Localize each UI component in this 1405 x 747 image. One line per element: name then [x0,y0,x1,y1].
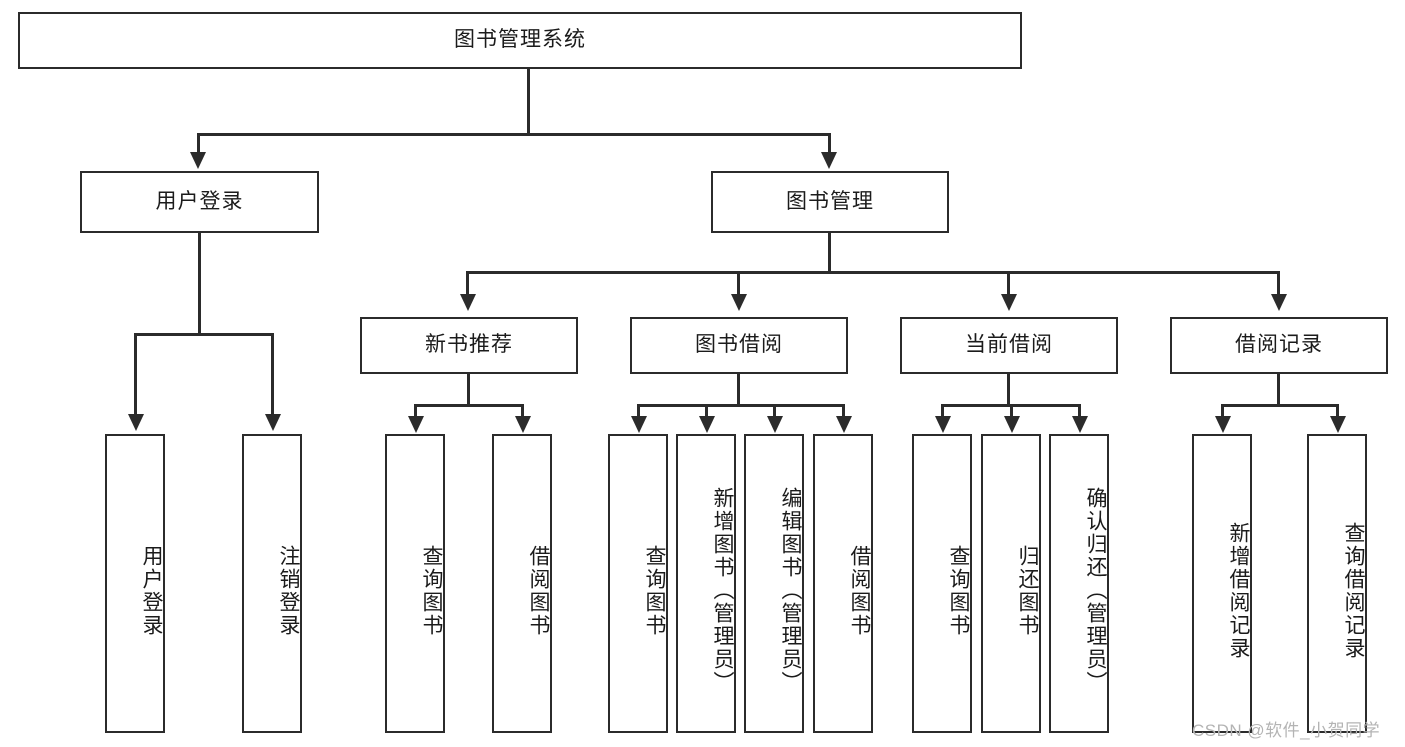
node-user-login[interactable]: 用户登录 [80,171,319,233]
arrow-current-borrow-child-3 [1072,416,1088,433]
edge-book-borrow-bus [637,404,845,407]
arrow-user-login-child-2 [265,414,281,431]
arrow-user-login-child-1 [128,414,144,431]
node-label: 查询借阅记录 [1342,521,1365,660]
arrow-borrow-record-child-1 [1215,416,1231,433]
edge-new-book-stem [467,374,470,406]
edge-new-book-drop-1 [414,404,417,418]
edge-current-borrow-drop-3 [1078,404,1081,418]
node-label: 归还图书 [1016,544,1039,637]
leaf-new-book-borrow[interactable]: 借阅图书 [492,434,552,733]
arrow-book-manage-child-1 [460,294,476,311]
node-label: 新书推荐 [425,333,513,357]
node-label: 借阅记录 [1235,333,1323,357]
arrow-book-manage-child-4 [1271,294,1287,311]
edge-borrow-record-drop-2 [1336,404,1339,418]
edge-current-borrow-stem [1007,374,1010,406]
node-label: 图书管理 [786,189,874,213]
node-label: 用户登录 [155,189,244,213]
node-label: 新增图书（管理员） [711,487,734,694]
edge-book-borrow-stem [737,374,740,406]
edge-book-borrow-drop-3 [773,404,776,418]
node-label: 查询图书 [643,544,666,637]
node-label: 查询图书 [420,544,443,637]
arrow-current-borrow-child-1 [935,416,951,433]
edge-book-borrow-drop-2 [705,404,708,418]
node-label: 查询图书 [947,544,970,637]
edge-book-borrow-drop-4 [842,404,845,418]
node-current-borrow[interactable]: 当前借阅 [900,317,1118,374]
leaf-book-borrow-borrow[interactable]: 借阅图书 [813,434,873,733]
edge-root-bus [197,133,831,136]
edge-book-manage-drop-3 [1007,271,1010,297]
edge-current-borrow-drop-1 [941,404,944,418]
leaf-user-login-login[interactable]: 用户登录 [105,434,165,733]
arrow-borrow-record-child-2 [1330,416,1346,433]
arrow-book-borrow-child-2 [699,416,715,433]
leaf-book-borrow-add[interactable]: 新增图书（管理员） [676,434,736,733]
edge-borrow-record-stem [1277,374,1280,406]
arrow-new-book-child-1 [408,416,424,433]
arrow-root-to-user-login [190,152,206,169]
arrow-current-borrow-child-2 [1004,416,1020,433]
edge-book-manage-bus [466,271,1280,274]
edge-root-stem-main [527,69,530,135]
edge-book-manage-stem [828,233,831,273]
edge-book-manage-drop-1 [466,271,469,297]
node-label: 借阅图书 [527,544,550,637]
edge-root-to-user-login [197,133,200,155]
node-label: 确认归还（管理员） [1084,487,1107,694]
leaf-user-login-logout[interactable]: 注销登录 [242,434,302,733]
edge-new-book-bus [414,404,524,407]
edge-current-borrow-drop-2 [1010,404,1013,418]
node-book-manage[interactable]: 图书管理 [711,171,949,233]
leaf-current-borrow-confirm[interactable]: 确认归还（管理员） [1049,434,1109,733]
node-label: 图书管理系统 [454,28,586,52]
node-new-book-recommend[interactable]: 新书推荐 [360,317,578,374]
node-label: 编辑图书（管理员） [779,487,802,694]
arrow-book-borrow-child-4 [836,416,852,433]
leaf-borrow-record-query[interactable]: 查询借阅记录 [1307,434,1367,733]
edge-user-login-drop-2 [271,333,274,417]
node-label: 借阅图书 [848,544,871,637]
arrow-book-borrow-child-3 [767,416,783,433]
node-label: 当前借阅 [965,333,1053,357]
edge-borrow-record-drop-1 [1221,404,1224,418]
edge-root-to-book-manage [828,133,831,155]
edge-user-login-drop-1 [134,333,137,417]
leaf-book-borrow-query[interactable]: 查询图书 [608,434,668,733]
arrow-new-book-child-2 [515,416,531,433]
leaf-book-borrow-edit[interactable]: 编辑图书（管理员） [744,434,804,733]
edge-user-login-bus [134,333,273,336]
arrow-book-borrow-child-1 [631,416,647,433]
leaf-new-book-query[interactable]: 查询图书 [385,434,445,733]
node-label: 注销登录 [277,544,300,637]
arrow-book-manage-child-3 [1001,294,1017,311]
arrow-book-manage-child-2 [731,294,747,311]
edge-book-manage-drop-2 [737,271,740,297]
leaf-current-borrow-return[interactable]: 归还图书 [981,434,1041,733]
leaf-current-borrow-query[interactable]: 查询图书 [912,434,972,733]
edge-borrow-record-bus [1221,404,1339,407]
csdn-watermark: CSDN @软件_小贺同学 [1192,721,1381,740]
node-borrow-record[interactable]: 借阅记录 [1170,317,1388,374]
node-label: 新增借阅记录 [1227,521,1250,660]
node-root-system[interactable]: 图书管理系统 [18,12,1022,69]
node-label: 图书借阅 [695,333,783,357]
node-book-borrow[interactable]: 图书借阅 [630,317,848,374]
edge-book-manage-drop-4 [1277,271,1280,297]
edge-book-borrow-drop-1 [637,404,640,418]
edge-new-book-drop-2 [521,404,524,418]
edge-user-login-stem [198,233,201,335]
arrow-root-to-book-manage [821,152,837,169]
leaf-borrow-record-add[interactable]: 新增借阅记录 [1192,434,1252,733]
node-label: 用户登录 [140,544,163,637]
